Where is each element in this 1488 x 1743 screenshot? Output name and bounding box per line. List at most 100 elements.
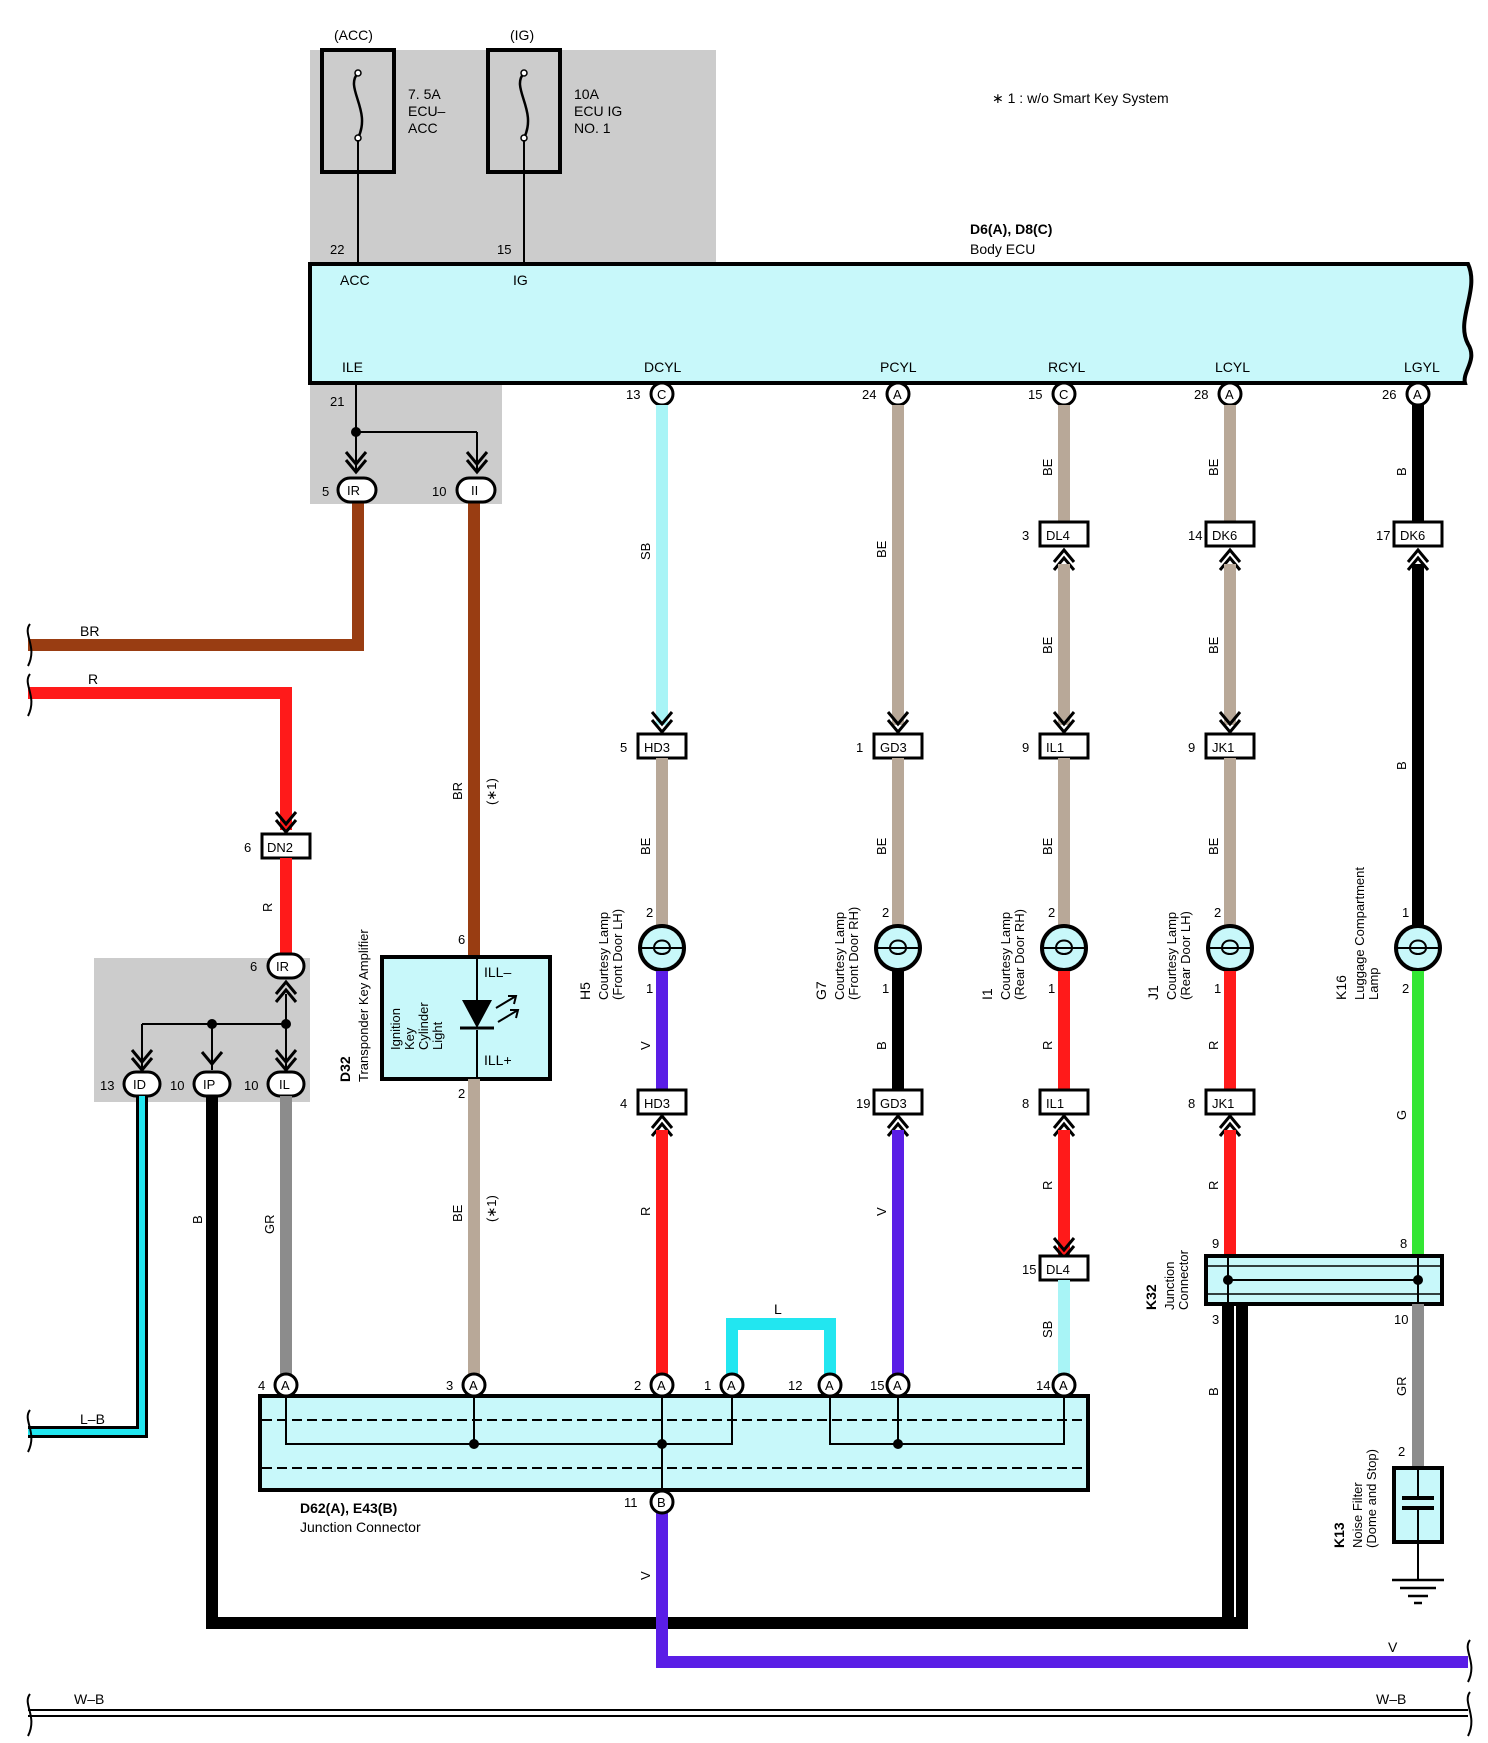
hd3-connector-a <box>636 732 688 760</box>
ecu-pin-num-lcyl: 28 <box>1194 387 1208 402</box>
d32-light-3: Cylinder <box>416 1002 431 1050</box>
ecu-term-lcyl: LCYL <box>1215 359 1250 375</box>
wb-label-left: W–B <box>74 1691 104 1707</box>
h5-name-1: Courtesy Lamp <box>596 912 611 1000</box>
junction-letter-a-5: A <box>893 1378 902 1393</box>
junction-letter-b: B <box>657 1495 666 1510</box>
wire-be-j1-label: BE <box>1206 837 1221 855</box>
gd3-connector-b-pin: 19 <box>856 1096 870 1111</box>
wire-gr-label: GR <box>262 1215 277 1235</box>
wire-be-pcyl-label: BE <box>874 540 889 558</box>
il1-connector-a <box>1038 732 1090 760</box>
hd3-connector-b-name: HD3 <box>644 1096 670 1111</box>
wire-sb-rcyl-label: SB <box>1040 1321 1055 1338</box>
dl4-connector-a-pin: 3 <box>1022 528 1029 543</box>
hd3-connector-b <box>636 1088 688 1116</box>
junction-code: D62(A), E43(B) <box>300 1500 397 1516</box>
ecu-code: D6(A), D8(C) <box>970 221 1052 237</box>
ground-icon <box>1392 1578 1444 1605</box>
k16-pin-top: 1 <box>1402 905 1409 920</box>
dl4-connector-b-name: DL4 <box>1046 1262 1070 1277</box>
ile-pin: 21 <box>330 394 344 409</box>
h5-name-2: (Front Door LH) <box>610 909 625 1000</box>
dk6-connector-a <box>1204 520 1256 548</box>
fuse-ig-rating: 10A <box>574 86 600 102</box>
wire-b-label: B <box>190 1215 205 1224</box>
g7-pin-top: 2 <box>882 905 889 920</box>
il1-connector-a-pin: 9 <box>1022 740 1029 755</box>
junction-name: Junction Connector <box>300 1519 421 1535</box>
wire-b-ground-loop <box>206 1096 1248 1629</box>
il1-connector-a-name: IL1 <box>1046 740 1064 755</box>
j1-pin-bot: 1 <box>1214 981 1221 996</box>
k13-name-2: (Dome and Stop) <box>1364 1449 1379 1548</box>
ecu-term-lgyl: LGYL <box>1404 359 1440 375</box>
ecu-term-ile: ILE <box>342 359 363 375</box>
g7-pin-bot: 1 <box>882 981 889 996</box>
ip-name: IP <box>203 1077 215 1092</box>
fuse-ig <box>486 48 562 265</box>
junction-pin-a-6 <box>1051 1372 1077 1398</box>
wire-v-g7-label: V <box>874 1207 889 1216</box>
g7-name-1: Courtesy Lamp <box>832 912 847 1000</box>
dk6-connector-b <box>1392 520 1444 548</box>
hd3-connector-a-name: HD3 <box>644 740 670 755</box>
i1-code: I1 <box>979 988 995 1000</box>
junction-letter-a-2: A <box>657 1378 666 1393</box>
fuse-acc-rating: 7. 5A <box>408 86 441 102</box>
junction-letter-a-0: A <box>281 1378 290 1393</box>
wire-be-rcyl-1-label: BE <box>1040 458 1055 476</box>
ir-pin: 5 <box>322 484 329 499</box>
wire-break-marks <box>26 623 1473 1737</box>
dk6-connector-b-name: DK6 <box>1400 528 1425 543</box>
junction-letter-a-3: A <box>727 1378 736 1393</box>
junction-pin-a-4 <box>817 1372 843 1398</box>
ecu-name: Body ECU <box>970 241 1035 257</box>
junction-pin-a-2 <box>649 1372 675 1398</box>
i1-name-2: (Rear Door RH) <box>1012 909 1027 1000</box>
ecu-pin-letter-lgyl: A <box>1413 387 1422 402</box>
wire-be-lcyl-1-label: BE <box>1206 458 1221 476</box>
ecu-term-ig: IG <box>513 272 528 288</box>
j1-name-2: (Rear Door LH) <box>1178 911 1193 1000</box>
wire-r-h5-label: R <box>638 1207 653 1216</box>
gd3-connector-a-name: GD3 <box>880 740 907 755</box>
fuse-ig-pin: 15 <box>497 242 511 257</box>
dk6-connector-a-name: DK6 <box>1212 528 1237 543</box>
k32-pin-3: 3 <box>1212 1312 1219 1327</box>
junction-pin-a-5 <box>885 1372 911 1398</box>
dl4-connector-a-name: DL4 <box>1046 528 1070 543</box>
j1-code: J1 <box>1145 985 1161 1000</box>
junction-pin-num-2: 2 <box>634 1378 641 1393</box>
wire-r-i1-label: R <box>1040 1041 1055 1050</box>
il-pin: 10 <box>244 1078 258 1093</box>
fuse-ig-name-1: ECU IG <box>574 103 622 119</box>
d32-name: Transponder Key Amplifier <box>356 929 371 1082</box>
wire-be-h5-label: BE <box>638 837 653 855</box>
ecu-pin-num-pcyl: 24 <box>862 387 876 402</box>
junction-pin-11: 11 <box>624 1495 638 1510</box>
k32-pin-10: 10 <box>1394 1312 1408 1327</box>
wire-sb-dcyl-label: SB <box>638 543 653 560</box>
jk1-connector-a-name: JK1 <box>1212 740 1234 755</box>
dn2-pin: 6 <box>244 840 251 855</box>
id-pin: 13 <box>100 1078 114 1093</box>
wire-v-bottom <box>656 1512 1468 1668</box>
ii-connector: II <box>471 483 478 498</box>
gd3-connector-b <box>872 1088 924 1116</box>
j1-pin-top: 2 <box>1214 905 1221 920</box>
junction-pin-num-3: 1 <box>704 1378 711 1393</box>
ecu-pin-letter-pcyl: A <box>893 387 902 402</box>
gd3-connector-a-pin: 1 <box>856 740 863 755</box>
junction-pin-b <box>649 1489 675 1515</box>
junction-pin-num-4: 12 <box>788 1378 802 1393</box>
k16-pin-bot: 2 <box>1402 981 1409 996</box>
dl4-connector-a <box>1038 520 1090 548</box>
note-mark-1: (∗1) <box>484 778 499 805</box>
wire-b-g7-label: B <box>874 1041 889 1050</box>
junction-pin-num-0: 4 <box>258 1378 265 1393</box>
fuse-acc-circuit: (ACC) <box>334 27 373 43</box>
fuse-acc-name-2: ACC <box>408 120 438 136</box>
k32-pin-9: 9 <box>1212 1236 1219 1251</box>
